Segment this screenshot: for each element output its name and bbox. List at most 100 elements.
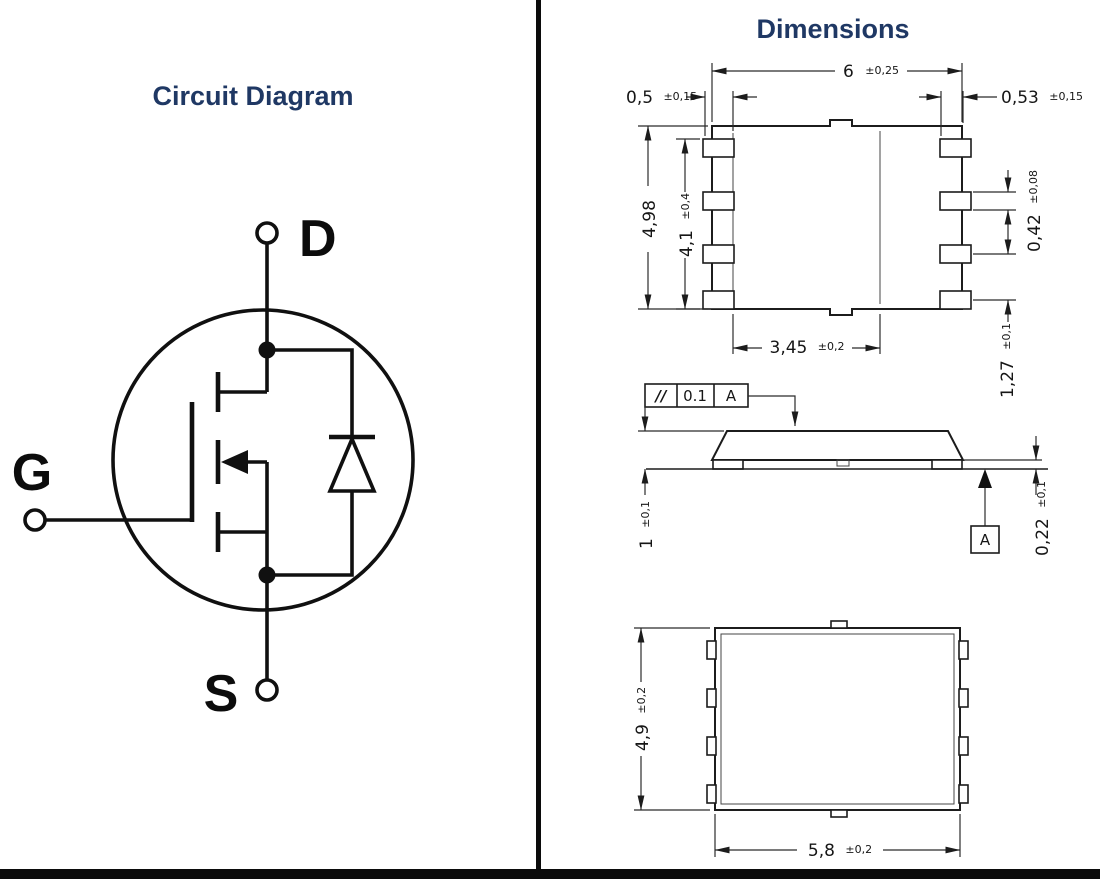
dim-bottom-height-tol: ±0,2: [635, 687, 648, 714]
dim-lead-span-tol: ±0,4: [679, 193, 692, 220]
svg-text:4,9 ±0,2: 4,9 ±0,2: [633, 687, 653, 751]
panel-divider: [536, 0, 541, 869]
bottom-lead-right-3: [958, 736, 969, 756]
body-diode: [267, 348, 377, 577]
svg-text:4,1 ±0,4: 4,1 ±0,4: [677, 193, 697, 257]
transistor-body-circle: [111, 308, 415, 612]
side-lead-foot-left: [712, 459, 744, 470]
svg-text:1 ±0,1: 1 ±0,1: [637, 501, 657, 549]
dim-bottom-height-value: 4,9: [633, 724, 653, 751]
circuit-diagram-panel: Circuit Diagram: [12, 81, 415, 723]
dim-lead-left-value: 0,5: [626, 88, 653, 108]
dim-bottom-width: 5,8 ±0,2: [714, 814, 961, 861]
gate-terminal-pin: [23, 508, 47, 532]
svg-text:0,5 ±0,15: 0,5 ±0,15: [626, 88, 697, 108]
tolerance-leader-arrow: [748, 395, 799, 427]
diode-triangle: [327, 434, 377, 493]
dim-lead-pitch: 1,27 ±0,1: [973, 232, 1018, 398]
svg-text:0,22 ±0,1: 0,22 ±0,1: [1033, 481, 1053, 556]
gate-label: G: [12, 444, 52, 502]
bottom-body-outline: [714, 627, 961, 811]
mosfet-circuit: D G S: [12, 210, 415, 723]
bottom-top-tab: [830, 620, 848, 629]
dim-standoff: 0,22 ±0,1: [963, 436, 1053, 556]
dim-lead-span: 4,1 ±0,4: [676, 138, 700, 310]
drain-terminal-pin: [255, 221, 279, 245]
bottom-lead-right-4: [958, 784, 969, 804]
side-lead-foot-right: [931, 459, 963, 470]
bottom-inner-outline: [720, 633, 955, 805]
diode-wire-bottom: [267, 491, 354, 577]
dim-pad-width: 3,45 ±0,2: [732, 314, 881, 358]
parallelism-value: 0.1: [683, 387, 707, 405]
parallelism-datum-ref: A: [726, 387, 737, 405]
package-bottom-view: 4,9 ±0,2 5,8 ±0,2: [633, 620, 969, 861]
dimensions-panel: Dimensions 6: [626, 14, 1083, 861]
diode-wire-top: [267, 348, 354, 437]
lead-right-3: [939, 244, 972, 264]
svg-text:1,27 ±0,1: 1,27 ±0,1: [998, 323, 1018, 398]
svg-text:0,42 ±0,08: 0,42 ±0,08: [1025, 170, 1045, 252]
package-body-outline: [711, 119, 963, 316]
lead-left-3: [702, 244, 735, 264]
dim-standoff-tol: ±0,1: [1035, 481, 1048, 508]
bottom-bottom-tab: [830, 809, 848, 818]
datum-a-flag: A: [970, 469, 1000, 554]
dim-lead-pitch-value: 1,27: [998, 360, 1018, 398]
body-arrow-icon: [221, 450, 248, 474]
dimensions-title: Dimensions: [756, 14, 909, 44]
lead-left-1: [702, 138, 735, 158]
side-center-nub: [836, 459, 850, 467]
circuit-diagram-title: Circuit Diagram: [152, 81, 353, 111]
dim-bottom-width-value: 5,8: [808, 841, 835, 861]
bottom-lead-left-1: [706, 640, 717, 660]
dim-standoff-value: 0,22: [1033, 518, 1053, 556]
dim-body-width-tol: ±0,25: [865, 64, 899, 77]
dim-lead-left-tol: ±0,15: [663, 90, 697, 103]
lead-right-4: [939, 290, 972, 310]
dim-height-tol: ±0,1: [639, 501, 652, 528]
dim-lead-width-value: 0,42: [1025, 214, 1045, 252]
lead-right-2: [939, 191, 972, 211]
dim-lead-right-value: 0,53: [1001, 88, 1039, 108]
bottom-border-bar: [0, 869, 1100, 879]
datum-triangle-icon: [978, 469, 992, 488]
dim-lead-right-length: 0,53 ±0,15: [919, 88, 1083, 136]
lead-left-4: [702, 290, 735, 310]
svg-text:6 ±0,25: 6 ±0,25: [843, 62, 899, 82]
package-side-view: // 0.1 A 1 ±0,1: [637, 383, 1053, 556]
lead-right-1: [939, 138, 972, 158]
dim-lead-span-value: 4,1: [677, 230, 697, 257]
dim-bottom-width-tol: ±0,2: [845, 843, 872, 856]
bottom-lead-left-2: [706, 688, 717, 708]
dim-lead-left-length: 0,5 ±0,15: [626, 88, 757, 136]
dim-package-height: 1 ±0,1: [637, 405, 724, 549]
dim-lead-pitch-tol: ±0,1: [1000, 323, 1013, 350]
dim-body-height: 4,98: [638, 125, 708, 310]
parallelism-symbol: //: [654, 387, 668, 405]
svg-text:0,53 ±0,15: 0,53 ±0,15: [1001, 88, 1083, 108]
bottom-lead-right-1: [958, 640, 969, 660]
bottom-lead-left-3: [706, 736, 717, 756]
dim-pad-width-value: 3,45: [770, 338, 808, 358]
svg-text:3,45 ±0,2: 3,45 ±0,2: [770, 338, 845, 358]
dim-height-value: 1: [637, 538, 657, 549]
bottom-lead-right-2: [958, 688, 969, 708]
dim-body-width-value: 6: [843, 62, 854, 82]
drain-label: D: [299, 210, 337, 268]
dim-lead-width-tol: ±0,08: [1027, 170, 1040, 204]
side-body-profile: [710, 430, 965, 461]
source-terminal-pin: [255, 678, 279, 702]
dim-pad-width-tol: ±0,2: [818, 340, 845, 353]
dim-lead-width: 0,42 ±0,08: [973, 170, 1045, 252]
datum-a-label: A: [980, 531, 991, 549]
dim-body-height-value: 4,98: [640, 200, 660, 238]
lead-left-2: [702, 191, 735, 211]
dim-body-width: 6 ±0,25: [711, 62, 963, 122]
dim-bottom-height: 4,9 ±0,2: [633, 627, 710, 811]
bottom-lead-left-4: [706, 784, 717, 804]
dim-lead-right-tol: ±0,15: [1049, 90, 1083, 103]
parallelism-tolerance-frame: // 0.1 A: [644, 383, 799, 427]
svg-text:5,8 ±0,2: 5,8 ±0,2: [808, 841, 872, 861]
